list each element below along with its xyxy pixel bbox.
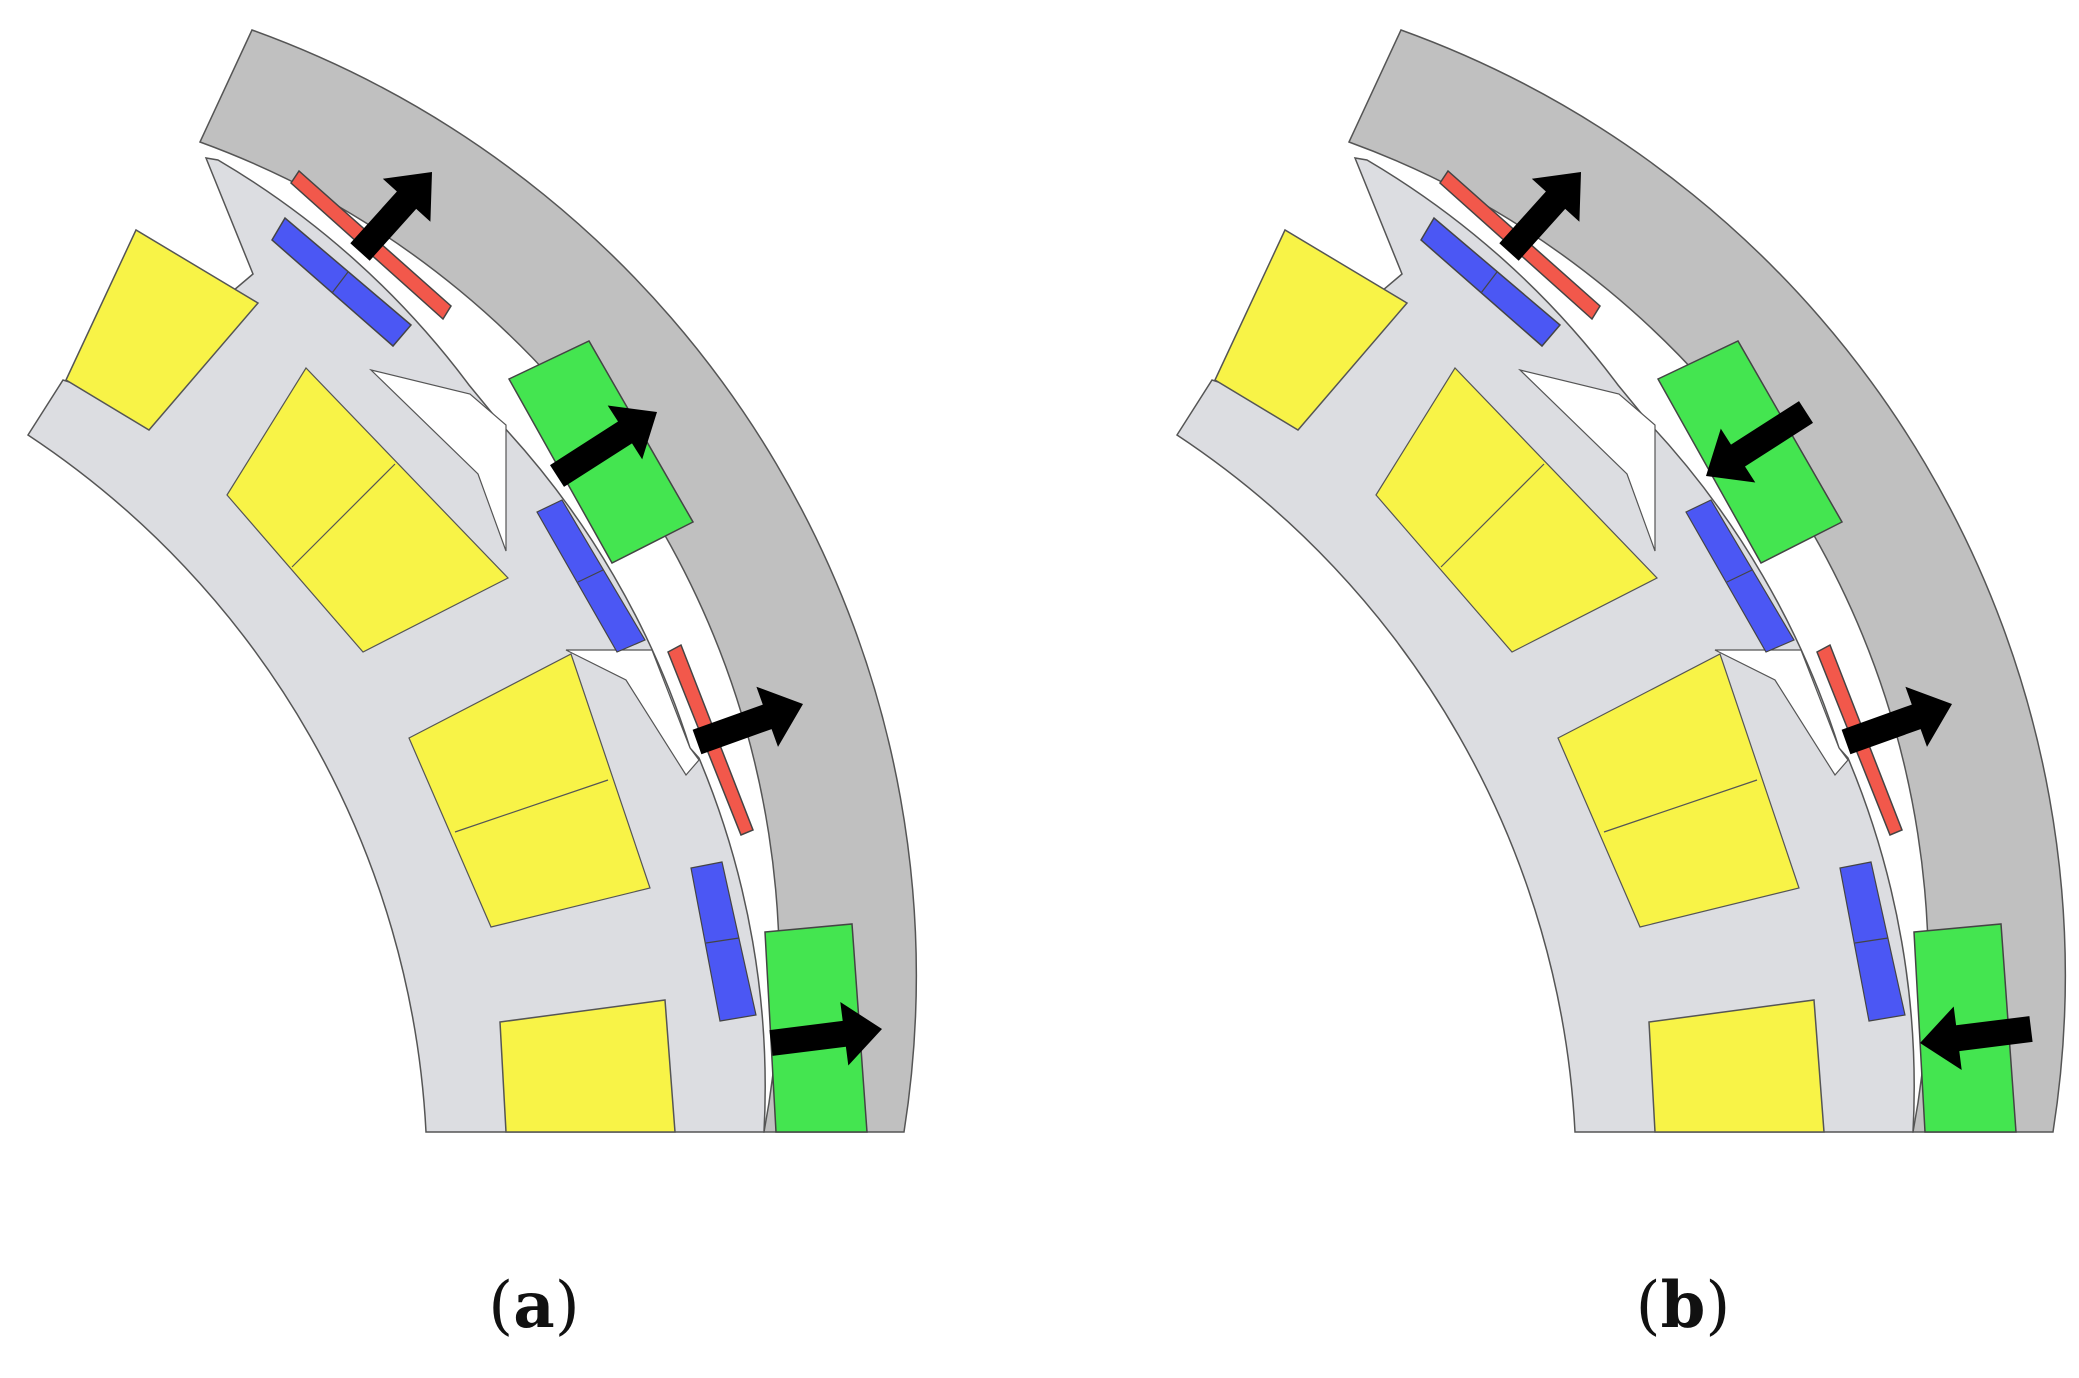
panel-b-label: (b) (1635, 1268, 1731, 1343)
panel-a-label: (a) (488, 1268, 580, 1343)
magnetization-arrows (1499, 172, 2033, 1070)
magnetization-arrow-outward (1499, 172, 1581, 261)
panel-a-letter: a (513, 1268, 555, 1343)
panel-b-letter: b (1660, 1268, 1706, 1343)
magnetization-arrow-outward (350, 172, 432, 261)
panel-a-diagram (27, 29, 918, 1133)
magnetization-arrow-outward (692, 686, 803, 755)
magnetization-arrow-outward (1841, 686, 1952, 755)
magnetization-arrow-inward (1706, 401, 1813, 483)
magnetization-arrow-outward (550, 405, 657, 487)
magnetization-arrows (350, 172, 882, 1066)
panel-b-diagram (1176, 29, 2067, 1133)
magnetization-arrow-outward (769, 1002, 882, 1066)
magnetization-arrow-inward (1920, 1006, 2033, 1070)
